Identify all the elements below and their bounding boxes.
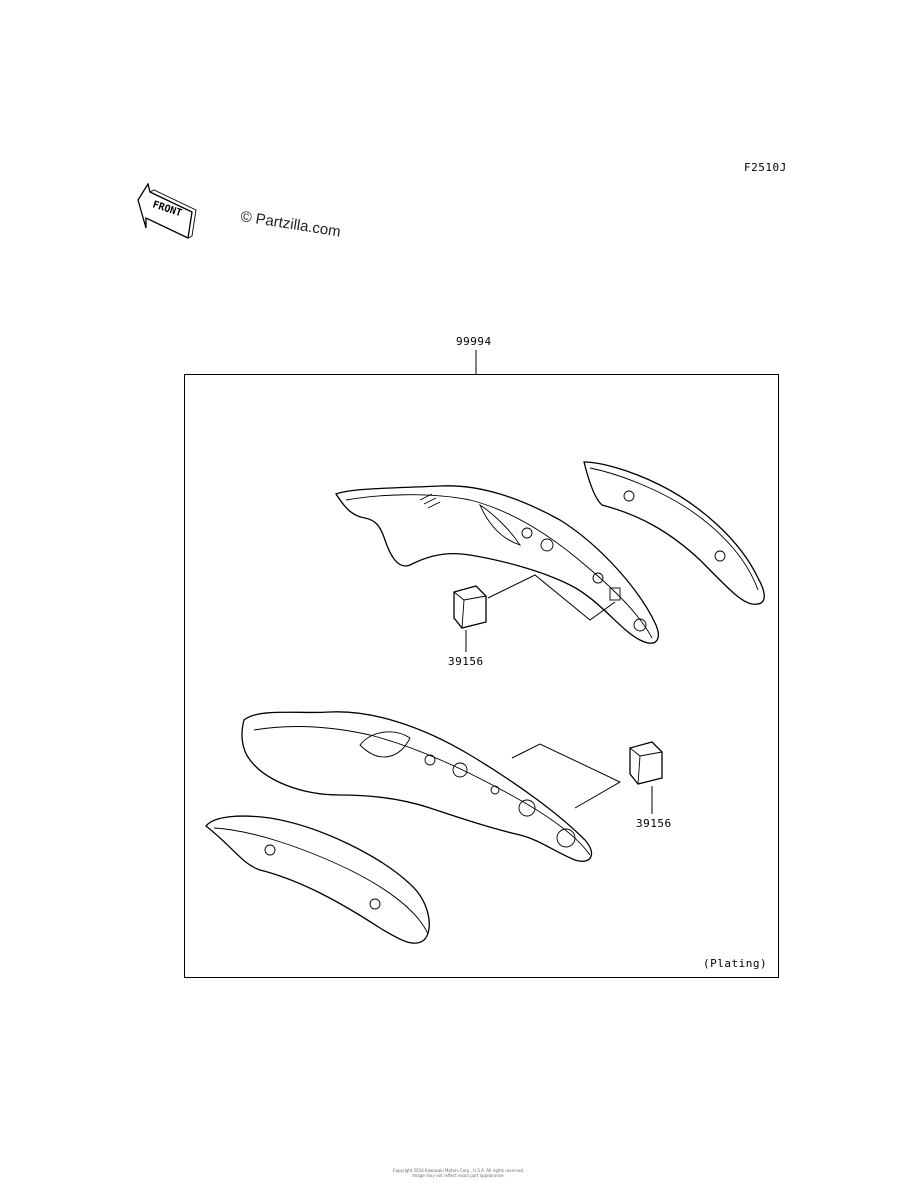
mount-hole (521, 527, 533, 539)
part-label-39156-upper: 39156 (448, 655, 484, 668)
lower-trim-strip (205, 815, 430, 944)
figure-code: F2510J (744, 161, 787, 174)
upper-block-39156 (453, 585, 487, 629)
mount-hole (518, 799, 536, 817)
mount-hole (424, 754, 436, 766)
mount-hole (633, 618, 647, 632)
part-label-39156-lower: 39156 (636, 817, 672, 830)
lower-leader-line (511, 743, 622, 809)
mount-hole (452, 762, 468, 778)
kit-part-number-label: 99994 (456, 335, 492, 348)
mount-hole (556, 828, 576, 848)
front-arrow-icon: FRONT (137, 182, 197, 239)
plating-note: (Plating) (703, 957, 768, 970)
upper-side-cover (335, 485, 659, 644)
kit-frame (184, 374, 779, 978)
upper-trim-strip (583, 461, 765, 605)
footer-line-2: Image may not reflect exact part appeara… (412, 1173, 505, 1178)
mount-hole (540, 538, 554, 552)
mount-hole (714, 550, 726, 562)
mount-hole (264, 844, 276, 856)
mount-hole (369, 898, 381, 910)
footer-copyright: Copyright 2014 Kawasaki Motors Corp., U.… (300, 1168, 617, 1178)
mount-hole (592, 572, 604, 584)
mount-hole (623, 490, 635, 502)
upper-leader-line (487, 574, 616, 621)
lower-side-cover (241, 711, 593, 862)
footer-line-1: Copyright 2014 Kawasaki Motors Corp., U.… (392, 1168, 525, 1173)
mount-hole (490, 785, 500, 795)
lower-block-39156 (629, 741, 663, 785)
